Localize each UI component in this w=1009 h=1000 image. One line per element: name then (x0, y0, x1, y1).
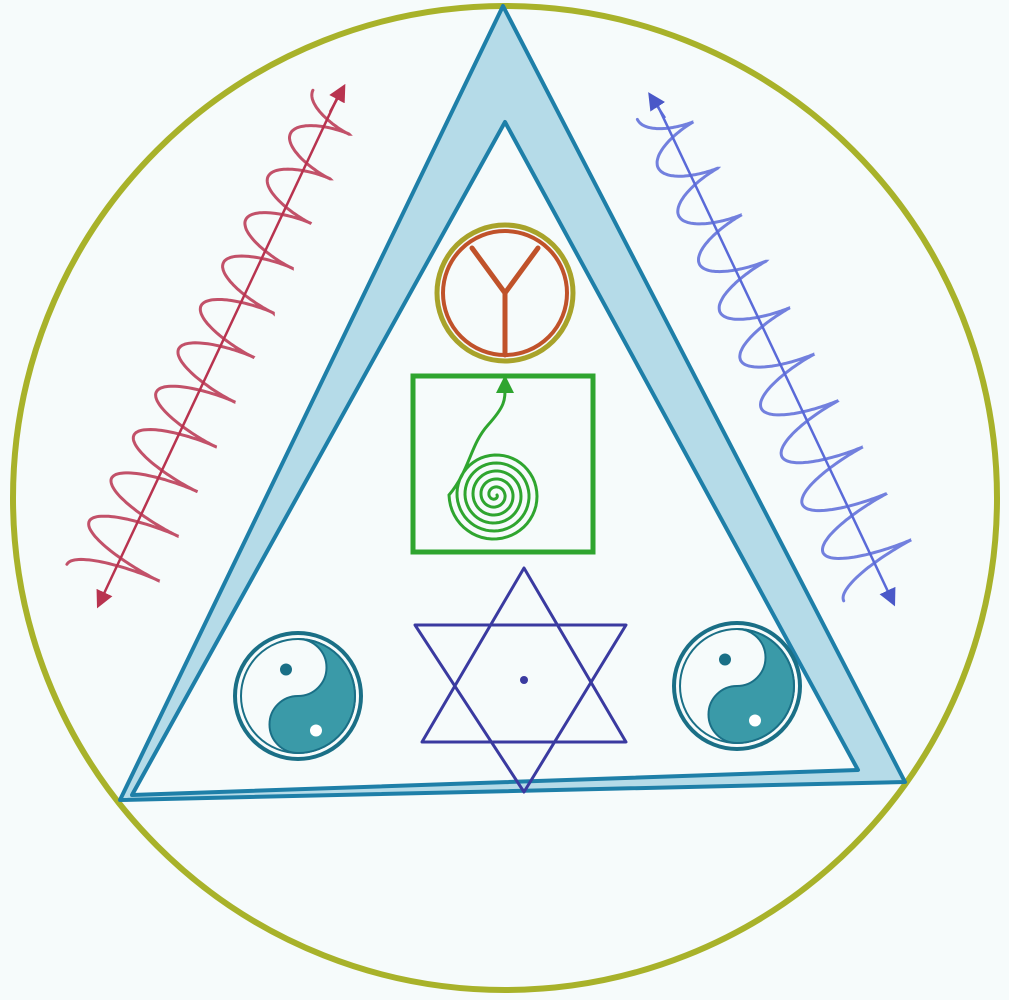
helix-arrow-down-icon (65, 83, 353, 609)
spiral-with-arrow-icon (410, 373, 596, 555)
yin-yang-dot (310, 724, 322, 737)
yin-yang-dot (749, 714, 761, 727)
helix-top-arrow (328, 83, 346, 113)
helix-top-arrow (648, 92, 667, 119)
yin-yang-icon (233, 631, 363, 761)
yin-yang-icon (672, 621, 802, 751)
yin-yang-dot (280, 663, 292, 676)
triangle-band (118, 4, 907, 802)
helix-coil (635, 117, 913, 603)
helix-coil (65, 88, 353, 583)
helix-arrow-up-icon (635, 92, 913, 607)
yin-yang-dark-half (707, 628, 795, 745)
peace-sign-icon (434, 222, 576, 364)
yin-yang-dot (719, 653, 731, 666)
yin-yang-dark-half (268, 638, 356, 755)
six-pointed-star-icon (413, 566, 628, 794)
